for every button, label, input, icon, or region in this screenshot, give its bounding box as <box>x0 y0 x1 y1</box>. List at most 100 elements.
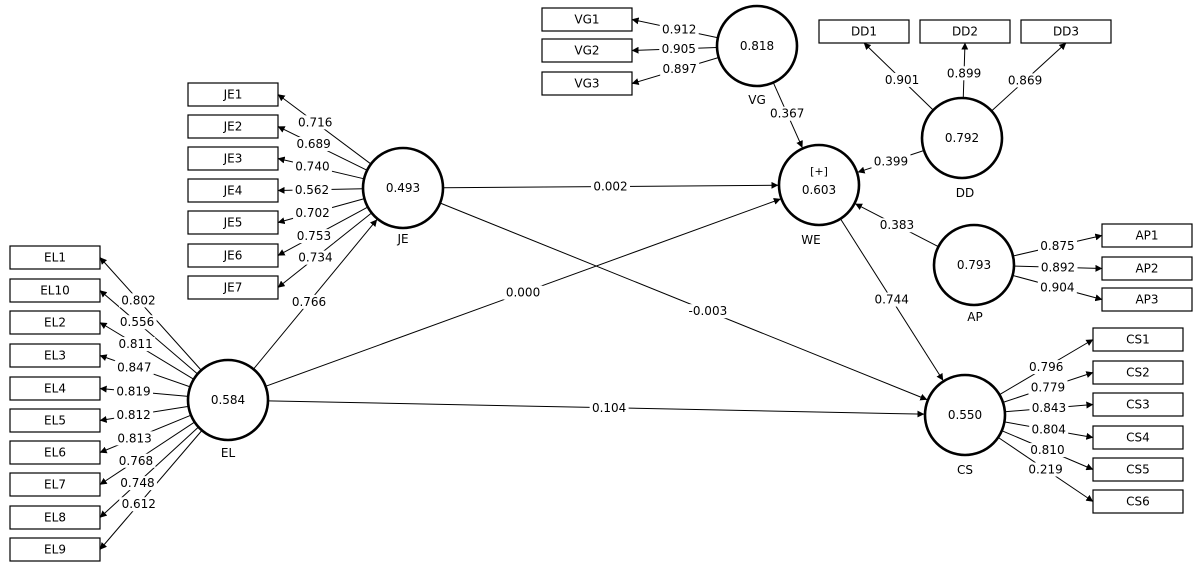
svg-text:0.802: 0.802 <box>121 293 155 307</box>
latent-variable-name: EL <box>221 446 236 460</box>
indicator-AP2[interactable]: AP2 <box>1101 256 1193 281</box>
indicator-label: CS5 <box>1126 463 1150 477</box>
indicator-DD2[interactable]: DD2 <box>919 19 1011 44</box>
loading-arrow-EL-EL10 <box>99 290 198 375</box>
svg-text:0.869: 0.869 <box>1008 73 1042 87</box>
loading-DD-DD1-label: 0.901 <box>882 72 922 87</box>
indicator-label: VG1 <box>574 13 599 27</box>
loading-CS-CS6-label: 0.219 <box>1026 462 1066 477</box>
indicator-label: JE1 <box>223 88 243 102</box>
latent-variable-AP[interactable]: 0.793 <box>932 223 1016 307</box>
loading-VG-VG3-label: 0.897 <box>660 62 700 77</box>
latent-variable-WE[interactable]: [+]0.603 <box>777 143 861 227</box>
indicator-VG3[interactable]: VG3 <box>541 71 633 96</box>
indicator-EL9[interactable]: EL9 <box>9 537 101 562</box>
latent-variable-name: DD <box>956 186 974 200</box>
svg-text:0.905: 0.905 <box>662 42 696 56</box>
indicator-label: CS3 <box>1126 398 1150 412</box>
svg-text:0.562: 0.562 <box>295 183 329 197</box>
indicator-label: EL2 <box>44 316 66 330</box>
loading-JE-JE6-label: 0.753 <box>294 229 334 244</box>
loading-JE-JE3-label: 0.740 <box>292 159 332 174</box>
indicator-label: EL1 <box>44 251 66 265</box>
loading-AP-AP2-label: 0.892 <box>1038 260 1078 275</box>
indicator-EL3[interactable]: EL3 <box>9 343 101 368</box>
indicator-label: EL10 <box>40 284 70 298</box>
indicator-JE5[interactable]: JE5 <box>187 210 279 235</box>
loading-EL-EL4-label: 0.819 <box>114 384 154 399</box>
indicator-JE3[interactable]: JE3 <box>187 146 279 171</box>
loading-EL-EL8-label: 0.748 <box>117 476 157 491</box>
loading-EL-EL5-label: 0.812 <box>114 408 154 423</box>
indicator-EL8[interactable]: EL8 <box>9 505 101 530</box>
indicator-label: DD2 <box>952 25 978 39</box>
latent-variable-JE[interactable]: 0.493 <box>361 146 445 230</box>
path-DD-WE-label: 0.399 <box>871 154 911 169</box>
indicator-EL2[interactable]: EL2 <box>9 310 101 335</box>
indicator-CS1[interactable]: CS1 <box>1092 327 1184 352</box>
indicator-JE4[interactable]: JE4 <box>187 178 279 203</box>
indicator-DD3[interactable]: DD3 <box>1020 19 1112 44</box>
svg-text:0.399: 0.399 <box>874 154 908 168</box>
loading-JE-JE4-label: 0.562 <box>292 182 332 197</box>
loading-EL-EL3-label: 0.847 <box>114 360 154 375</box>
indicator-EL4[interactable]: EL4 <box>9 376 101 401</box>
svg-text:0.901: 0.901 <box>885 73 919 87</box>
indicator-EL5[interactable]: EL5 <box>9 408 101 433</box>
indicator-CS2[interactable]: CS2 <box>1092 360 1184 385</box>
indicator-JE6[interactable]: JE6 <box>187 243 279 268</box>
loading-CS-CS5-label: 0.810 <box>1027 443 1067 458</box>
loading-EL-EL6-label: 0.813 <box>115 431 155 446</box>
latent-variable-VG[interactable]: 0.818 <box>715 4 799 88</box>
svg-text:0.819: 0.819 <box>116 385 150 399</box>
indicator-DD1[interactable]: DD1 <box>818 19 910 44</box>
indicator-VG2[interactable]: VG2 <box>541 38 633 63</box>
indicator-AP3[interactable]: AP3 <box>1101 287 1193 312</box>
indicator-CS6[interactable]: CS6 <box>1092 489 1184 514</box>
indicator-EL6[interactable]: EL6 <box>9 440 101 465</box>
latent-variable-value: 0.584 <box>211 393 245 407</box>
latent-variable-DD[interactable]: 0.792 <box>920 96 1004 180</box>
indicator-label: VG2 <box>574 44 599 58</box>
indicator-CS3[interactable]: CS3 <box>1092 392 1184 417</box>
indicator-JE7[interactable]: JE7 <box>187 275 279 300</box>
latent-variable-value: 0.793 <box>957 258 991 272</box>
indicator-label: CS4 <box>1126 431 1150 445</box>
svg-text:0.383: 0.383 <box>880 218 914 232</box>
indicator-label: JE6 <box>223 249 243 263</box>
svg-text:0.811: 0.811 <box>118 337 152 351</box>
svg-text:0.897: 0.897 <box>662 62 696 76</box>
loading-arrow-EL-EL7 <box>99 421 195 485</box>
indicator-label: AP2 <box>1135 262 1158 276</box>
loading-DD-DD2-label: 0.899 <box>944 66 984 81</box>
path-arrow-EL-JE <box>253 219 378 370</box>
loading-DD-DD3-label: 0.869 <box>1005 73 1045 88</box>
indicator-label: CS2 <box>1126 366 1150 380</box>
indicator-JE2[interactable]: JE2 <box>187 114 279 139</box>
loading-EL-EL9-label: 0.612 <box>119 497 159 512</box>
svg-text:0.810: 0.810 <box>1030 443 1064 457</box>
indicator-label: VG3 <box>574 77 599 91</box>
path-EL-CS-label: 0.104 <box>589 400 629 415</box>
indicator-EL10[interactable]: EL10 <box>9 278 101 303</box>
loading-EL-EL1-label: 0.802 <box>118 293 158 308</box>
svg-text:0.912: 0.912 <box>662 23 696 37</box>
loading-CS-CS1-label: 0.796 <box>1026 360 1066 375</box>
latent-variable-EL[interactable]: 0.584 <box>186 358 270 442</box>
loading-EL-EL10-label: 0.556 <box>117 315 157 330</box>
indicator-label: CS6 <box>1126 495 1150 509</box>
indicator-EL7[interactable]: EL7 <box>9 472 101 497</box>
latent-variable-CS[interactable]: 0.550 <box>923 373 1007 457</box>
indicator-JE1[interactable]: JE1 <box>187 82 279 107</box>
loading-JE-JE1-label: 0.716 <box>295 115 335 130</box>
svg-text:0.702: 0.702 <box>295 206 329 220</box>
indicator-AP1[interactable]: AP1 <box>1101 223 1193 248</box>
indicator-VG1[interactable]: VG1 <box>541 7 633 32</box>
indicator-CS4[interactable]: CS4 <box>1092 425 1184 450</box>
loading-EL-EL7-label: 0.768 <box>116 453 156 468</box>
indicator-label: DD1 <box>851 25 877 39</box>
loading-EL-EL2-label: 0.811 <box>116 337 156 352</box>
indicator-EL1[interactable]: EL1 <box>9 245 101 270</box>
indicator-CS5[interactable]: CS5 <box>1092 457 1184 482</box>
svg-text:0.766: 0.766 <box>292 295 326 309</box>
